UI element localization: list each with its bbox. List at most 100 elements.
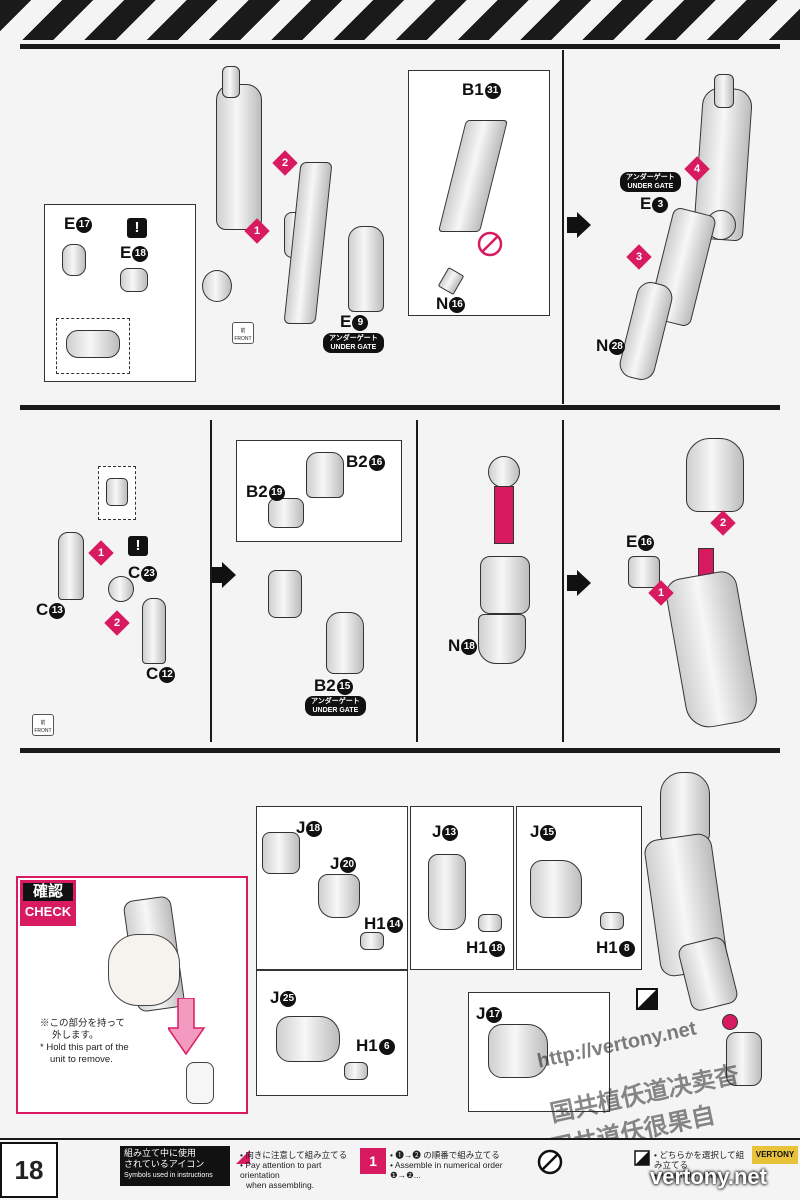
elbow-shaft-part — [494, 486, 514, 544]
section2-divider-1 — [210, 420, 212, 742]
next-step-arrow-2 — [212, 562, 236, 588]
page-number: 18 — [0, 1142, 58, 1198]
either-legend-icon — [634, 1150, 650, 1166]
elbow-ball-part — [488, 456, 520, 488]
order-legend-icon: 1 — [360, 1148, 386, 1174]
part-c23-detail — [106, 478, 128, 506]
part-h114-shape — [360, 932, 384, 950]
part-j17-shape — [488, 1024, 548, 1078]
part-c23-shape — [108, 576, 134, 602]
part-e16-shape — [628, 556, 660, 588]
assembled-thigh-joint — [714, 74, 734, 108]
final-wrist-peg — [722, 1014, 738, 1030]
part-j15-shape — [530, 860, 582, 918]
step-badge-s2-3: 1 — [648, 580, 674, 606]
part-j20-shape — [318, 874, 360, 918]
thigh-joint-part — [222, 66, 240, 98]
step-badge-s2-2: 2 — [104, 610, 130, 636]
upper-arm-cover-part — [686, 438, 744, 512]
part-c13-shape — [58, 532, 84, 600]
watermark-logo: VERTONY — [752, 1146, 798, 1164]
forearm-joint-part — [268, 570, 302, 618]
ball-joint-part — [202, 270, 232, 302]
final-hand-part — [726, 1032, 762, 1086]
legend-order: • ❶→❷ の順番で組み立てる • Assemble in numerical … — [390, 1150, 503, 1180]
part-h18-shape — [600, 912, 624, 930]
pull-direction-arrow — [168, 998, 206, 1056]
caution-icon-2: ! — [128, 536, 148, 556]
step-badge-s2-1: 1 — [88, 540, 114, 566]
part-e17-shape — [62, 244, 86, 276]
hazard-stripe-band — [0, 0, 800, 40]
section1-bottom-rule — [20, 405, 780, 410]
check-panel: 確認 CHECK ※この部分を持って 外します。 * Hold this par… — [16, 876, 248, 1114]
footer-rule — [0, 1138, 800, 1140]
forearm-assembly-part — [663, 568, 761, 732]
final-forearm-part — [676, 935, 740, 1013]
removed-hand-drawing — [186, 1062, 214, 1104]
final-shoulder-part — [660, 772, 710, 844]
section2-divider-3 — [562, 420, 564, 742]
hazard-band-edge — [0, 40, 800, 46]
section2-divider-2 — [416, 420, 418, 742]
step-badge-3: 3 — [626, 244, 652, 270]
part-b216-shape — [306, 452, 344, 498]
orientation-legend-icon — [236, 1150, 250, 1164]
top-section-rule — [20, 44, 780, 49]
section2-bottom-rule — [20, 748, 780, 753]
part-h16-shape — [344, 1062, 368, 1080]
part-c12-shape — [142, 598, 166, 664]
joint-part-detail — [66, 330, 120, 358]
step-badge-1: 1 — [244, 218, 270, 244]
check-note: ※この部分を持って 外します。 * Hold this part of the … — [40, 1018, 129, 1065]
part-e9-shape — [348, 226, 384, 312]
part-b219-shape — [268, 498, 304, 528]
part-n18-shape — [478, 614, 526, 664]
legend-title: 組み立て中に使用 されているアイコン Symbols used in instr… — [120, 1146, 230, 1186]
select-either-icon — [636, 988, 658, 1010]
part-n28-shape — [616, 279, 676, 383]
part-h118-shape — [478, 914, 502, 932]
next-step-arrow-1 — [567, 212, 591, 238]
caution-icon: ! — [127, 218, 147, 238]
part-j13-shape — [428, 854, 466, 930]
step-badge-4: 4 — [684, 156, 710, 182]
holding-fingers-drawing — [108, 934, 180, 1006]
legend-either: • どちらかを選択して組み立てる • Assemble either — [654, 1150, 745, 1180]
elbow-housing-part — [480, 556, 530, 614]
next-step-arrow-3 — [567, 570, 591, 596]
check-tag: 確認 CHECK — [20, 880, 76, 926]
step-badge-s2-4: 2 — [710, 510, 736, 536]
part-j25-shape — [276, 1016, 340, 1062]
part-j18-shape — [262, 832, 300, 874]
no-cut-legend-icon — [537, 1149, 563, 1175]
part-b215-shape — [326, 612, 364, 674]
